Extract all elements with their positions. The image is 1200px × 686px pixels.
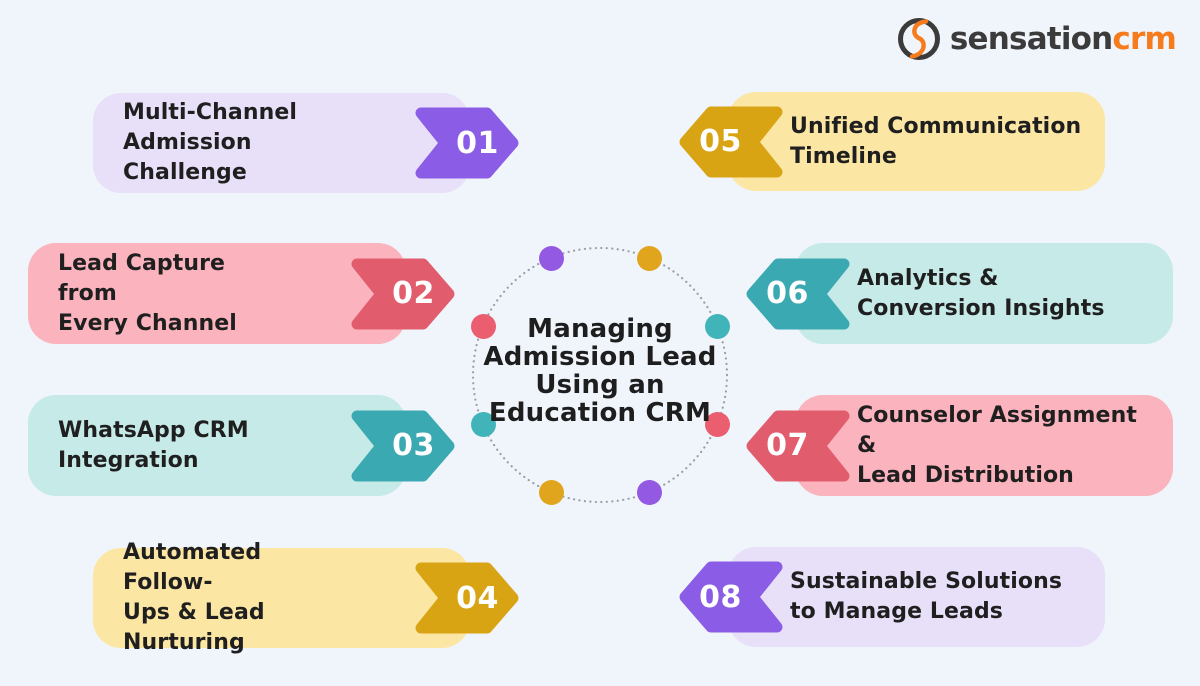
arrow-ribbon-icon bbox=[679, 561, 783, 633]
item-06-title-line2: Conversion Insights bbox=[857, 295, 1105, 321]
circle-dot-right-lower bbox=[705, 412, 730, 437]
item-02-title: Lead Capture from Every Channel bbox=[28, 243, 406, 344]
item-08-title-line1: Sustainable Solutions bbox=[790, 569, 1063, 594]
item-01-number: 01 bbox=[456, 125, 499, 161]
item-06-number: 06 bbox=[766, 276, 809, 311]
item-card-04: Automated Follow- Ups & Lead Nurturing 0… bbox=[93, 540, 519, 655]
arrow-ribbon-icon bbox=[746, 410, 850, 481]
main-title: Managing Admission Lead Using an Educati… bbox=[420, 315, 780, 427]
circle-dot-right-upper bbox=[705, 314, 730, 339]
item-04-title-line1: Automated Follow- bbox=[123, 540, 262, 595]
circle-dot-top-left bbox=[539, 246, 564, 271]
item-01-number-badge: 01 bbox=[415, 107, 520, 179]
circle-dot-left-upper bbox=[471, 314, 496, 339]
item-01-title: Multi-Channel Admission Challenge bbox=[93, 93, 470, 193]
item-02-number: 02 bbox=[392, 276, 435, 311]
item-02-title-line1: Lead Capture from bbox=[58, 250, 226, 306]
item-07-number-badge: 07 bbox=[745, 410, 850, 482]
item-06-title: Analytics & Conversion Insights bbox=[795, 243, 1173, 344]
item-05-title: Unified Communication Timeline bbox=[728, 92, 1105, 191]
item-08-number-badge: 08 bbox=[678, 561, 783, 633]
item-04-number: 04 bbox=[456, 580, 499, 616]
item-03-number-badge: 03 bbox=[351, 410, 456, 482]
item-card-05: Unified Communication Timeline 05 bbox=[679, 92, 1105, 191]
sensationcrm-swirl-icon bbox=[897, 18, 940, 60]
item-card-07: Counselor Assignment & Lead Distribution… bbox=[746, 395, 1173, 496]
main-title-line3: Using an bbox=[535, 370, 665, 400]
item-04-number-badge: 04 bbox=[415, 562, 520, 634]
item-02-title-line2: Every Channel bbox=[58, 310, 237, 336]
item-08-title: Sustainable Solutions to Manage Leads bbox=[728, 547, 1105, 647]
arrow-ribbon-icon bbox=[679, 106, 783, 177]
item-08-number: 08 bbox=[699, 579, 742, 615]
item-03-title: WhatsApp CRM Integration bbox=[28, 395, 406, 496]
arrow-ribbon-icon bbox=[746, 258, 850, 329]
item-03-number: 03 bbox=[392, 428, 435, 463]
circle-dot-top-right bbox=[637, 246, 662, 271]
circle-dot-left-lower bbox=[471, 412, 496, 437]
item-07-title: Counselor Assignment & Lead Distribution bbox=[795, 395, 1173, 496]
item-01-title-line1: Multi-Channel bbox=[123, 100, 298, 125]
item-card-01: Multi-Channel Admission Challenge 01 bbox=[93, 93, 519, 193]
item-01-title-line2: Admission Challenge bbox=[123, 130, 252, 185]
logo-wordmark: sensationcrm bbox=[949, 21, 1177, 57]
arrow-ribbon-icon bbox=[415, 562, 519, 634]
arrow-ribbon-icon bbox=[415, 107, 519, 179]
item-04-title: Automated Follow- Ups & Lead Nurturing bbox=[93, 540, 470, 655]
item-08-title-line2: to Manage Leads bbox=[790, 599, 1003, 624]
item-card-02: Lead Capture from Every Channel 02 bbox=[28, 243, 455, 344]
item-04-title-line2: Ups & Lead Nurturing bbox=[123, 600, 265, 655]
main-title-line2: Admission Lead bbox=[483, 342, 717, 372]
item-07-title-line2: Lead Distribution bbox=[857, 462, 1074, 488]
item-05-number-badge: 05 bbox=[678, 106, 783, 178]
arrow-ribbon-icon bbox=[351, 258, 455, 329]
item-07-number: 07 bbox=[766, 428, 809, 463]
circle-dot-bottom-left bbox=[539, 480, 564, 505]
main-title-line1: Managing bbox=[527, 314, 673, 344]
item-07-title-line1: Counselor Assignment & bbox=[857, 402, 1137, 458]
item-05-title-line1: Unified Communication bbox=[790, 113, 1082, 139]
brand-logo: sensationcrm bbox=[895, 15, 1177, 63]
logo-text-crm: crm bbox=[1112, 21, 1176, 57]
item-05-title-line2: Timeline bbox=[790, 143, 897, 169]
item-card-06: Analytics & Conversion Insights 06 bbox=[746, 243, 1173, 344]
dotted-circle bbox=[471, 246, 729, 504]
logo-text-sensation: sensation bbox=[949, 21, 1113, 57]
arrow-ribbon-icon bbox=[351, 410, 455, 481]
item-05-number: 05 bbox=[699, 124, 742, 159]
item-02-number-badge: 02 bbox=[351, 258, 456, 330]
item-06-title-line1: Analytics & bbox=[857, 265, 999, 291]
item-03-title-line2: Integration bbox=[58, 447, 199, 473]
item-card-03: WhatsApp CRM Integration 03 bbox=[28, 395, 455, 496]
item-card-08: Sustainable Solutions to Manage Leads 08 bbox=[679, 547, 1105, 647]
item-06-number-badge: 06 bbox=[745, 258, 850, 330]
item-03-title-line1: WhatsApp CRM bbox=[58, 417, 249, 443]
main-title-line4: Education CRM bbox=[488, 398, 712, 428]
circle-dot-bottom-right bbox=[637, 480, 662, 505]
